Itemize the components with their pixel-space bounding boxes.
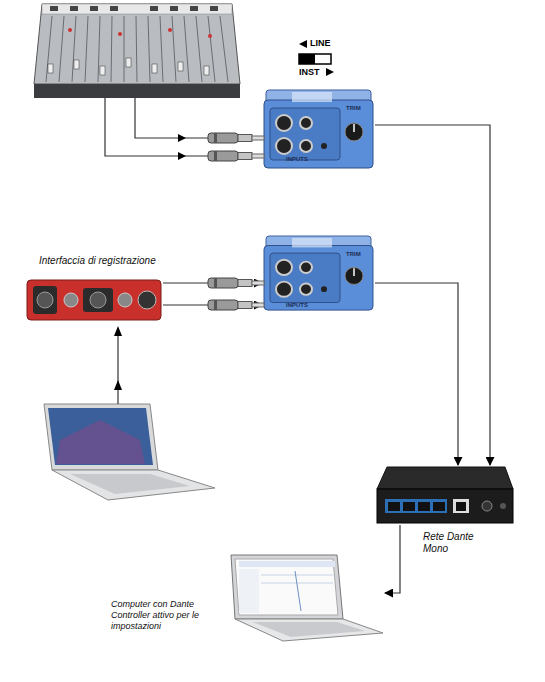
jack-plug [208,300,264,310]
node-caption: Interfaccia di registrazione [39,255,199,267]
laptop [44,404,215,500]
panel-label: TRIM [346,251,372,257]
panel-label: INPUTS [286,156,326,162]
di-box: INPUTS TRIM [262,236,375,312]
di-box: INPUTS TRIM [262,90,375,170]
jack-plug [208,151,264,161]
node-caption: Computer con Dante Controller attivo per… [111,599,223,632]
audio-interface: Interfaccia di registrazione [25,255,163,323]
cable-connector [375,283,458,465]
wire-arrow [114,326,122,336]
laptop-wire [117,330,118,404]
network-switch: Rete Dante Mono [375,465,515,525]
console-wire [105,98,262,156]
computer: Computer con Dante Controller attivo per… [225,553,385,643]
switch-label: LINE [310,38,331,48]
wire-arrow [178,134,186,160]
panel-label: INPUTS [286,302,326,308]
mixing-console [34,4,240,98]
wire-arrow [114,380,122,390]
cable-connector [385,525,400,593]
cable-connector [375,125,490,465]
panel-label: TRIM [346,105,372,111]
node-caption: Rete Dante Mono [423,531,483,555]
switch-label: INST [299,67,320,77]
jack-plug [208,133,264,143]
jack-plug [208,278,264,288]
